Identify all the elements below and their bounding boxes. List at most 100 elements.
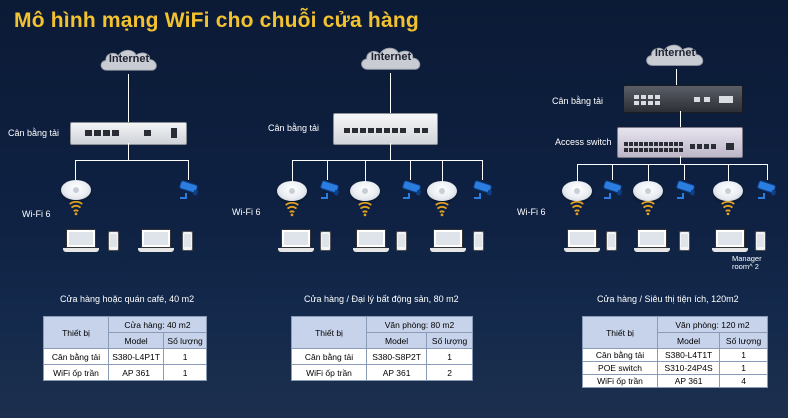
- device-drop-line: [684, 164, 685, 180]
- phone-icon: [320, 231, 331, 251]
- device-drop-line: [482, 160, 483, 180]
- switch-icon: [617, 127, 743, 158]
- space-header: Văn phòng: 120 m2: [657, 316, 768, 333]
- qty-cell: 1: [426, 348, 473, 365]
- table-row: WiFi ốp trần AP 361 4: [582, 374, 768, 388]
- spec-table: Thiết bị Văn phòng: 120 m2 Model Số lượn…: [582, 316, 768, 388]
- qty-cell: 4: [719, 374, 768, 388]
- access-point-icon: [61, 180, 91, 200]
- access-switch-label: Access switch: [555, 137, 612, 147]
- load-balancer-label: Cân bằng tải: [8, 128, 60, 138]
- load-balancer-label: Cân bằng tải: [268, 123, 320, 133]
- device-header: Thiết bị: [582, 316, 658, 349]
- device-drop-line: [365, 160, 366, 182]
- qty-header: Số lượng: [719, 332, 768, 349]
- phone-icon: [755, 231, 766, 251]
- table-row: Cân bằng tải S380-L4T1T 1: [582, 348, 768, 362]
- model-header: Model: [365, 332, 428, 349]
- device-bus-line: [128, 143, 129, 160]
- camera-icon: [178, 180, 200, 199]
- model-header: Model: [107, 332, 165, 349]
- device-cell: POE switch: [582, 361, 658, 375]
- device-drop-line: [410, 160, 411, 180]
- wifi-waves-icon: [640, 201, 656, 216]
- laptop-icon: [278, 229, 314, 253]
- router-icon: [623, 85, 743, 113]
- internet-label: Internet: [108, 53, 150, 65]
- table-row: POE switch S310-24P4S 1: [582, 361, 768, 375]
- scenario-caption: Cửa hàng hoặc quán café, 40 m2: [60, 294, 195, 304]
- access-point-icon: [350, 181, 380, 201]
- device-cell: Cân bằng tải: [291, 348, 367, 365]
- access-point-icon: [713, 181, 743, 201]
- laptop-icon: [564, 229, 600, 253]
- scenario-caption: Cửa hàng / Đại lý bất động sản, 80 m2: [304, 294, 459, 304]
- device-drop-line: [292, 160, 293, 182]
- device-drop-line: [728, 164, 729, 181]
- device-cell: Cân bằng tải: [43, 348, 109, 365]
- camera-icon: [602, 180, 624, 199]
- device-cell: WiFi ốp trần: [582, 374, 658, 388]
- wifi-label: Wi-Fi 6: [517, 207, 546, 217]
- camera-icon: [401, 180, 423, 199]
- laptop-icon: [353, 229, 389, 253]
- access-point-icon: [427, 181, 457, 201]
- phone-icon: [679, 231, 690, 251]
- wifi-waves-icon: [68, 201, 84, 216]
- uplink-line: [676, 69, 677, 85]
- device-bus-line: [292, 160, 483, 161]
- wifi-waves-icon: [284, 202, 300, 217]
- laptop-icon: [634, 229, 670, 253]
- device-drop-line: [612, 164, 613, 180]
- page-title: Mô hình mạng WiFi cho chuỗi cửa hàng: [14, 9, 419, 32]
- laptop-icon: [138, 229, 174, 253]
- device-cell: WiFi ốp trần: [291, 364, 367, 381]
- uplink-line: [128, 74, 129, 122]
- phone-icon: [473, 231, 484, 251]
- manager-room-label: Manager room^ 2: [732, 254, 762, 271]
- table-row: WiFi ốp trần AP 361 2: [291, 364, 473, 381]
- laptop-icon: [63, 229, 99, 253]
- model-cell: S310-24P4S: [656, 361, 721, 375]
- model-header: Model: [656, 332, 721, 349]
- internet-label: Internet: [370, 51, 412, 63]
- qty-cell: 1: [719, 361, 768, 375]
- qty-cell: 1: [719, 348, 768, 362]
- device-drop-line: [327, 160, 328, 180]
- qty-header: Số lượng: [426, 332, 473, 349]
- access-point-icon: [562, 181, 592, 201]
- device-bus-line: [390, 143, 391, 160]
- wifi-waves-icon: [357, 202, 373, 217]
- phone-icon: [606, 231, 617, 251]
- qty-cell: 1: [163, 364, 207, 381]
- router-icon: [70, 122, 187, 145]
- model-cell: S380-S8P2T: [365, 348, 428, 365]
- qty-cell: 2: [426, 364, 473, 381]
- qty-cell: 1: [163, 348, 207, 365]
- phone-icon: [396, 231, 407, 251]
- table-row: Cân bằng tải S380-L4P1T 1: [43, 348, 207, 365]
- space-header: Cửa hàng: 40 m2: [108, 316, 207, 333]
- phone-icon: [108, 231, 119, 251]
- camera-icon: [756, 180, 778, 199]
- device-header: Thiết bị: [291, 316, 367, 349]
- camera-icon: [675, 180, 697, 199]
- device-drop-line: [75, 160, 76, 180]
- uplink-line: [680, 111, 681, 127]
- table-row: Cân bằng tải S380-S8P2T 1: [291, 348, 473, 365]
- table-row: WiFi ốp trần AP 361 1: [43, 364, 207, 381]
- wifi-waves-icon: [720, 201, 736, 216]
- wifi-waves-icon: [434, 202, 450, 217]
- internet-label: Internet: [654, 47, 696, 59]
- device-bus-line: [75, 160, 189, 161]
- device-cell: Cân bằng tải: [582, 348, 658, 362]
- model-cell: S380-L4T1T: [656, 348, 721, 362]
- model-cell: AP 361: [656, 374, 721, 388]
- laptop-icon: [712, 229, 748, 253]
- cloud-icon: Internet: [642, 42, 708, 69]
- access-point-icon: [633, 181, 663, 201]
- access-point-icon: [277, 181, 307, 201]
- model-cell: AP 361: [107, 364, 165, 381]
- qty-header: Số lượng: [163, 332, 207, 349]
- spec-table: Thiết bị Cửa hàng: 40 m2 Model Số lượng …: [43, 316, 207, 381]
